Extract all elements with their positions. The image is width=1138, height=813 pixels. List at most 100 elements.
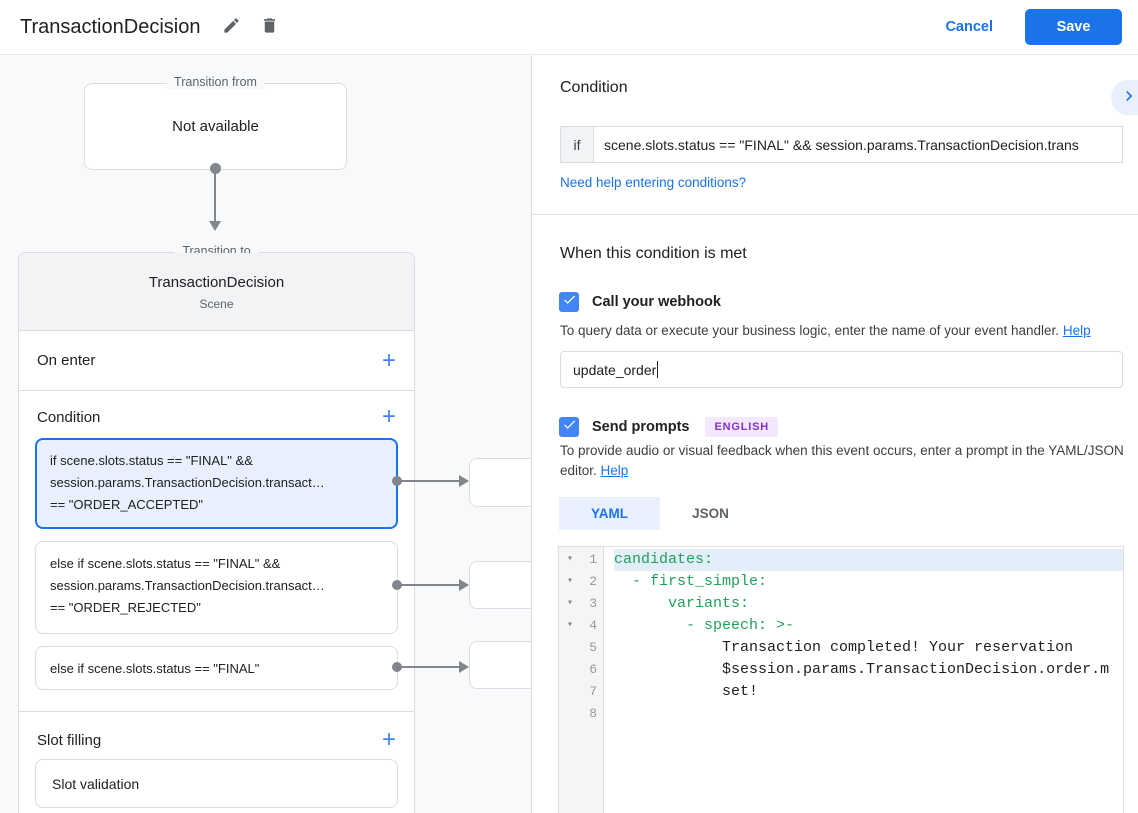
connector-line [398,666,459,668]
transition-from-content: Not available [172,118,259,135]
webhook-label: Call your webhook [592,294,721,310]
condition-section-label: Condition [37,408,101,426]
conditions-help-link[interactable]: Need help entering conditions? [560,175,747,190]
condition-text-line: else if scene.slots.status == "FINAL" [50,661,260,676]
line-number: 4 [589,618,597,633]
prompts-label: Send prompts [592,419,690,435]
section-divider [19,711,414,712]
connector-line [214,169,216,223]
condition-text-line: == "ORDER_ACCEPTED" [50,497,203,512]
scene-header: TransactionDecision Scene [19,253,414,331]
line-text: - first_simple: [614,573,768,590]
tab-json[interactable]: JSON [692,506,729,521]
condition-item-final[interactable]: else if scene.slots.status == "FINAL" [35,646,398,690]
check-icon [562,417,577,437]
line-number: 3 [589,596,597,611]
slot-filling-label: Slot filling [37,731,102,749]
prompts-row: Send prompts ENGLISH [559,417,778,437]
condition-text-line: session.params.TransactionDecision.trans… [50,578,325,593]
cancel-button[interactable]: Cancel [927,10,1011,44]
prompts-checkbox[interactable] [559,417,579,437]
editor-line: ▾ 1 candidates: [559,549,1123,571]
if-label: if [561,127,594,162]
transition-target-box[interactable] [469,458,531,507]
editor-line: 8 [559,703,1123,725]
condition-section: Condition + [19,399,414,435]
fold-arrow-icon[interactable]: ▾ [566,620,574,631]
slot-validation-item[interactable]: Slot validation [35,759,398,808]
editor-line: 6 $session.params.TransactionDecision.or… [559,659,1123,681]
panel-divider [532,214,1138,215]
prompts-description-text: To provide audio or visual feedback when… [560,443,1124,478]
collapse-panel-button[interactable] [1111,80,1138,115]
prompts-help-link[interactable]: Help [600,463,629,478]
language-badge: ENGLISH [705,417,778,437]
line-text: candidates: [614,549,1123,571]
webhook-help-link[interactable]: Help [1062,323,1091,338]
condition-item-accepted[interactable]: if scene.slots.status == "FINAL" && sess… [35,438,398,529]
webhook-input-value: update_order [573,361,657,378]
arrow-right-icon [459,661,469,673]
add-slot-button[interactable]: + [381,726,396,753]
connector-line [398,584,459,586]
condition-detail-panel: Condition if scene.slots.status == "FINA… [531,55,1138,813]
condition-text-line: else if scene.slots.status == "FINAL" && [50,556,281,571]
editor-line: ▾ 4 - speech: >- [559,615,1123,637]
trash-icon [260,16,279,38]
line-number: 6 [589,662,597,677]
condition-text-line: session.params.TransactionDecision.trans… [50,475,325,490]
condition-input[interactable]: scene.slots.status == "FINAL" && session… [604,136,1079,153]
connector-line [398,480,459,482]
editor-line: ▾ 3 variants: [559,593,1123,615]
transition-target-box[interactable] [469,561,531,609]
webhook-description: To query data or execute your business l… [560,321,1126,341]
line-text: $session.params.TransactionDecision.orde… [614,661,1110,678]
editor-line: ▾ 2 - first_simple: [559,571,1123,593]
delete-button[interactable] [250,8,288,46]
line-number: 1 [589,552,597,567]
transition-target-box[interactable] [469,641,531,689]
slot-filling-section: Slot filling + [19,721,414,759]
edit-button[interactable] [212,8,250,46]
panel-title: Condition [560,79,628,96]
prompts-description: To provide audio or visual feedback when… [560,441,1126,481]
line-text: Transaction completed! Your reservation [614,639,1074,656]
line-number: 7 [589,684,597,699]
add-condition-button[interactable]: + [381,403,396,430]
code-editor[interactable]: ▾ 1 candidates: ▾ 2 - first_simple: ▾ 3 … [558,546,1124,813]
diagram-panel: Transition from Not available Transition… [0,55,531,813]
scene-title: TransactionDecision [148,274,285,291]
arrow-right-icon [459,579,469,591]
connector-dot [392,662,402,672]
fold-arrow-icon[interactable]: ▾ [566,576,574,587]
save-button[interactable]: Save [1025,9,1122,45]
editor-gutter [559,547,604,813]
pencil-icon [222,16,241,38]
arrow-down-icon [209,221,221,231]
on-enter-section: On enter + [19,331,414,391]
line-number: 2 [589,574,597,589]
condition-item-rejected[interactable]: else if scene.slots.status == "FINAL" &&… [35,541,398,634]
add-on-enter-button[interactable]: + [381,346,396,374]
connector-dot [392,476,402,486]
webhook-input[interactable]: update_order [560,351,1123,388]
line-text: set! [614,683,759,700]
webhook-description-text: To query data or execute your business l… [560,323,1060,338]
fold-arrow-icon[interactable]: ▾ [566,598,574,609]
condition-text-line: if scene.slots.status == "FINAL" && [50,453,253,468]
on-enter-label: On enter [37,352,96,369]
when-condition-heading: When this condition is met [560,245,747,262]
top-bar: TransactionDecision Cancel Save [0,0,1138,55]
condition-text-line: == "ORDER_REJECTED" [50,600,201,615]
connector-dot [210,163,221,174]
webhook-checkbox[interactable] [559,292,579,312]
editor-tabs: YAML JSON [559,497,761,530]
scene-subtitle: Scene [199,297,234,311]
chevron-right-icon [1119,86,1138,109]
tab-yaml[interactable]: YAML [559,497,660,530]
fold-arrow-icon[interactable]: ▾ [566,554,574,565]
transition-from-legend: Transition from [166,75,265,89]
text-caret [657,361,659,378]
conditions-help-row: Need help entering conditions? [560,174,746,192]
